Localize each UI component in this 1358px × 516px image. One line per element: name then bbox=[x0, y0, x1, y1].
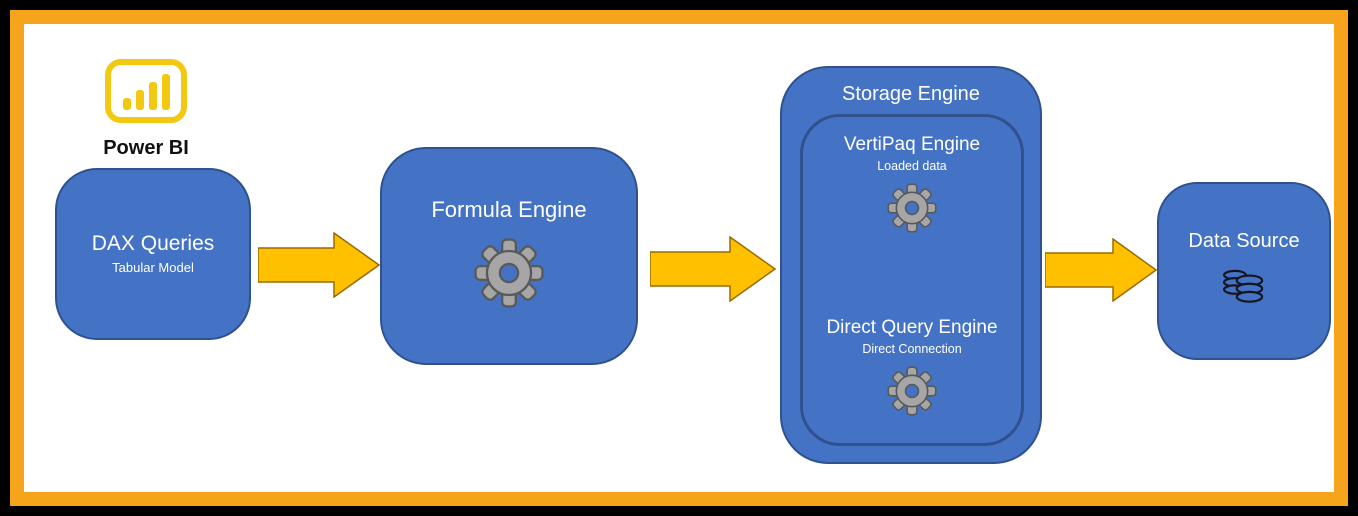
diagram-canvas: Power BI DAX Queries Tabular Model Formu… bbox=[24, 24, 1334, 492]
dax-queries-title: DAX Queries bbox=[91, 232, 215, 256]
node-data-source: Data Source bbox=[1157, 182, 1331, 360]
node-formula-engine: Formula Engine bbox=[380, 147, 638, 365]
dax-queries-subtitle: Tabular Model bbox=[112, 259, 194, 275]
gear-icon bbox=[885, 181, 939, 240]
database-icon bbox=[1215, 262, 1273, 313]
node-storage-engine: Storage Engine VertiPaq Engine Loaded da… bbox=[780, 66, 1042, 464]
gear-icon bbox=[471, 235, 547, 316]
powerbi-logo-block: Power BI bbox=[86, 58, 206, 160]
direct-query-engine-group: Direct Query Engine Direct Connection bbox=[826, 316, 998, 423]
gear-icon bbox=[885, 364, 939, 423]
direct-query-engine-title: Direct Query Engine bbox=[826, 317, 998, 339]
vertipaq-engine-title: VertiPaq Engine bbox=[843, 134, 981, 155]
flow-arrow-1 bbox=[257, 231, 381, 303]
formula-engine-title: Formula Engine bbox=[431, 196, 587, 222]
data-source-title: Data Source bbox=[1188, 230, 1300, 252]
powerbi-logo-label: Power BI bbox=[103, 137, 189, 159]
flow-arrow-3 bbox=[1044, 237, 1158, 307]
powerbi-logo-icon bbox=[103, 58, 189, 129]
direct-query-engine-subtitle: Direct Connection bbox=[862, 342, 962, 356]
storage-engine-inner-box: VertiPaq Engine Loaded data bbox=[800, 114, 1024, 446]
flow-arrow-2 bbox=[649, 235, 777, 307]
storage-engine-title: Storage Engine bbox=[842, 83, 980, 105]
vertipaq-engine-subtitle: Loaded data bbox=[877, 158, 947, 173]
node-dax-queries: DAX Queries Tabular Model bbox=[55, 168, 251, 340]
vertipaq-engine-group: VertiPaq Engine Loaded data bbox=[844, 133, 980, 240]
